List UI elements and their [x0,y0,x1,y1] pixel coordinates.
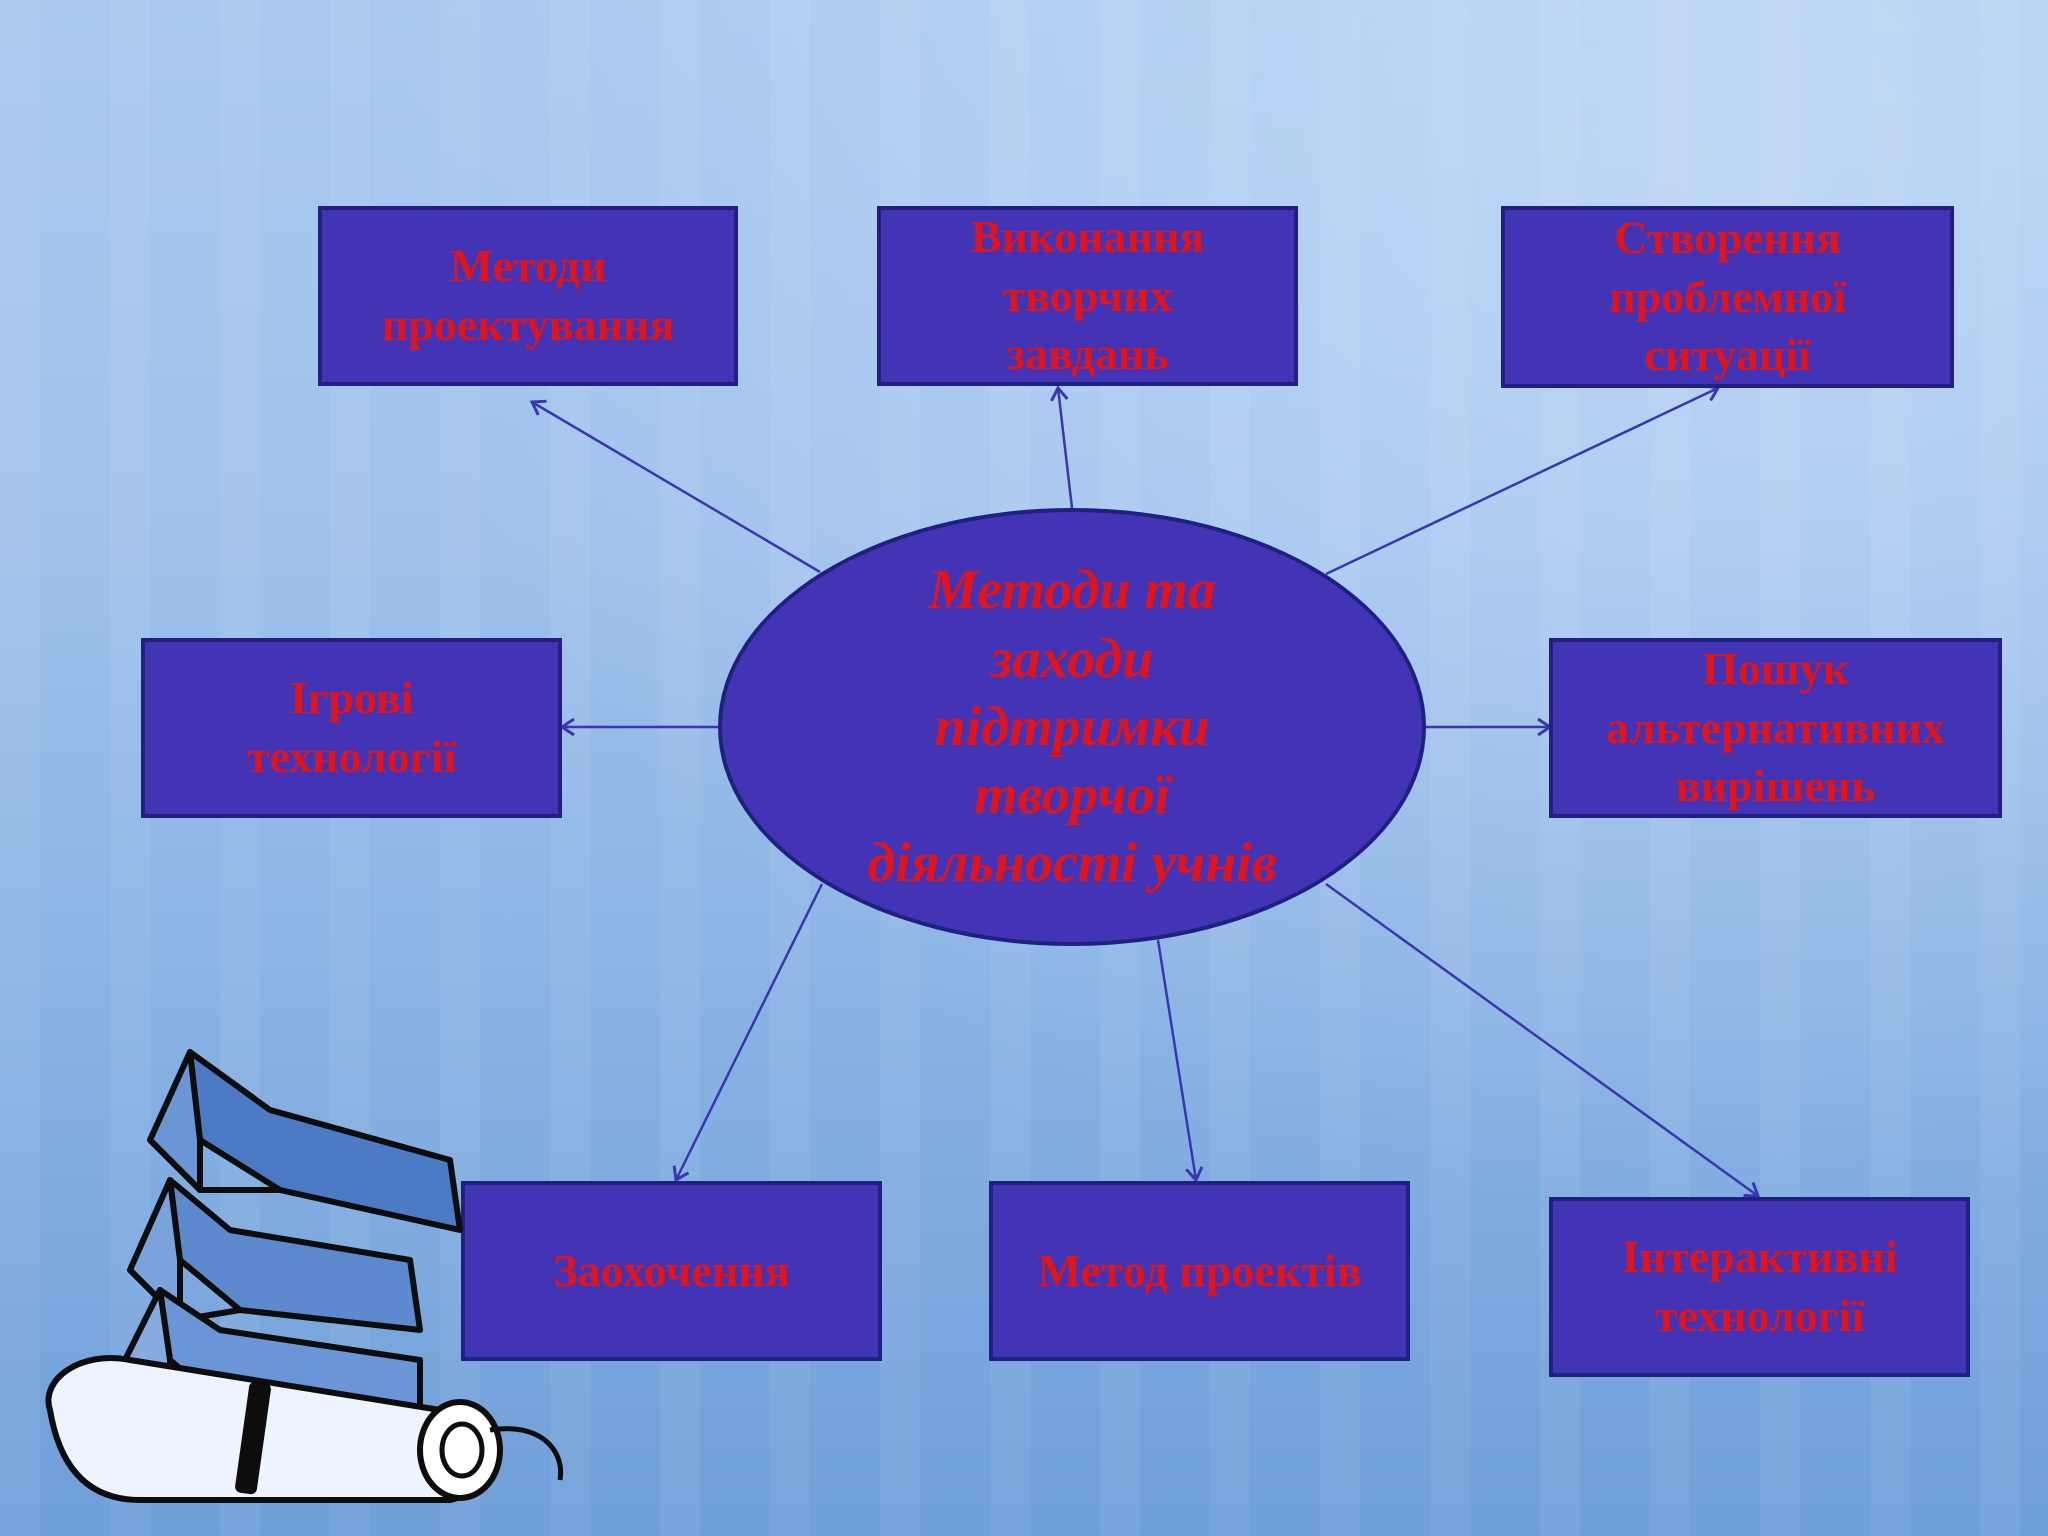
node-problem-situation-label: Створення проблемної ситуації [1609,211,1846,381]
node-alternative-solutions: Пошук альтернативних вирішень [1549,638,2002,818]
node-creative-tasks-label: Виконання творчих завдань [970,210,1205,380]
node-alternative-solutions-label: Пошук альтернативних вирішень [1606,642,1945,812]
node-game-tech: Ігрові технології [141,638,562,818]
connector-interactive-tech [1325,882,1761,1198]
connector-problem-situation [1325,384,1721,576]
center-ellipse: Методи та заходи підтримки творчої діяль… [718,508,1426,946]
center-label: Методи та заходи підтримки творчої діяль… [867,559,1277,895]
connector-encouragement [672,883,824,1183]
node-project-method-label: Метод проектів [1037,1244,1362,1296]
node-interactive-tech: Інтерактивні технології [1549,1197,1970,1377]
connector-creative-tasks [1050,385,1074,509]
connector-design-methods [529,399,821,574]
node-design-methods-label: Методи проектування [381,240,675,350]
node-problem-situation: Створення проблемної ситуації [1501,206,1954,388]
node-encouragement-label: Заохочення [553,1244,790,1296]
books-and-scroll-icon [45,1049,564,1503]
node-encouragement: Заохочення [461,1181,882,1361]
connector-project-method [1156,939,1204,1183]
node-project-method: Метод проектів [989,1181,1410,1361]
node-design-methods: Методи проектування [318,206,738,386]
node-creative-tasks: Виконання творчих завдань [877,206,1298,386]
node-interactive-tech-label: Інтерактивні технології [1621,1231,1898,1341]
node-game-tech-label: Ігрові технології [246,672,457,782]
